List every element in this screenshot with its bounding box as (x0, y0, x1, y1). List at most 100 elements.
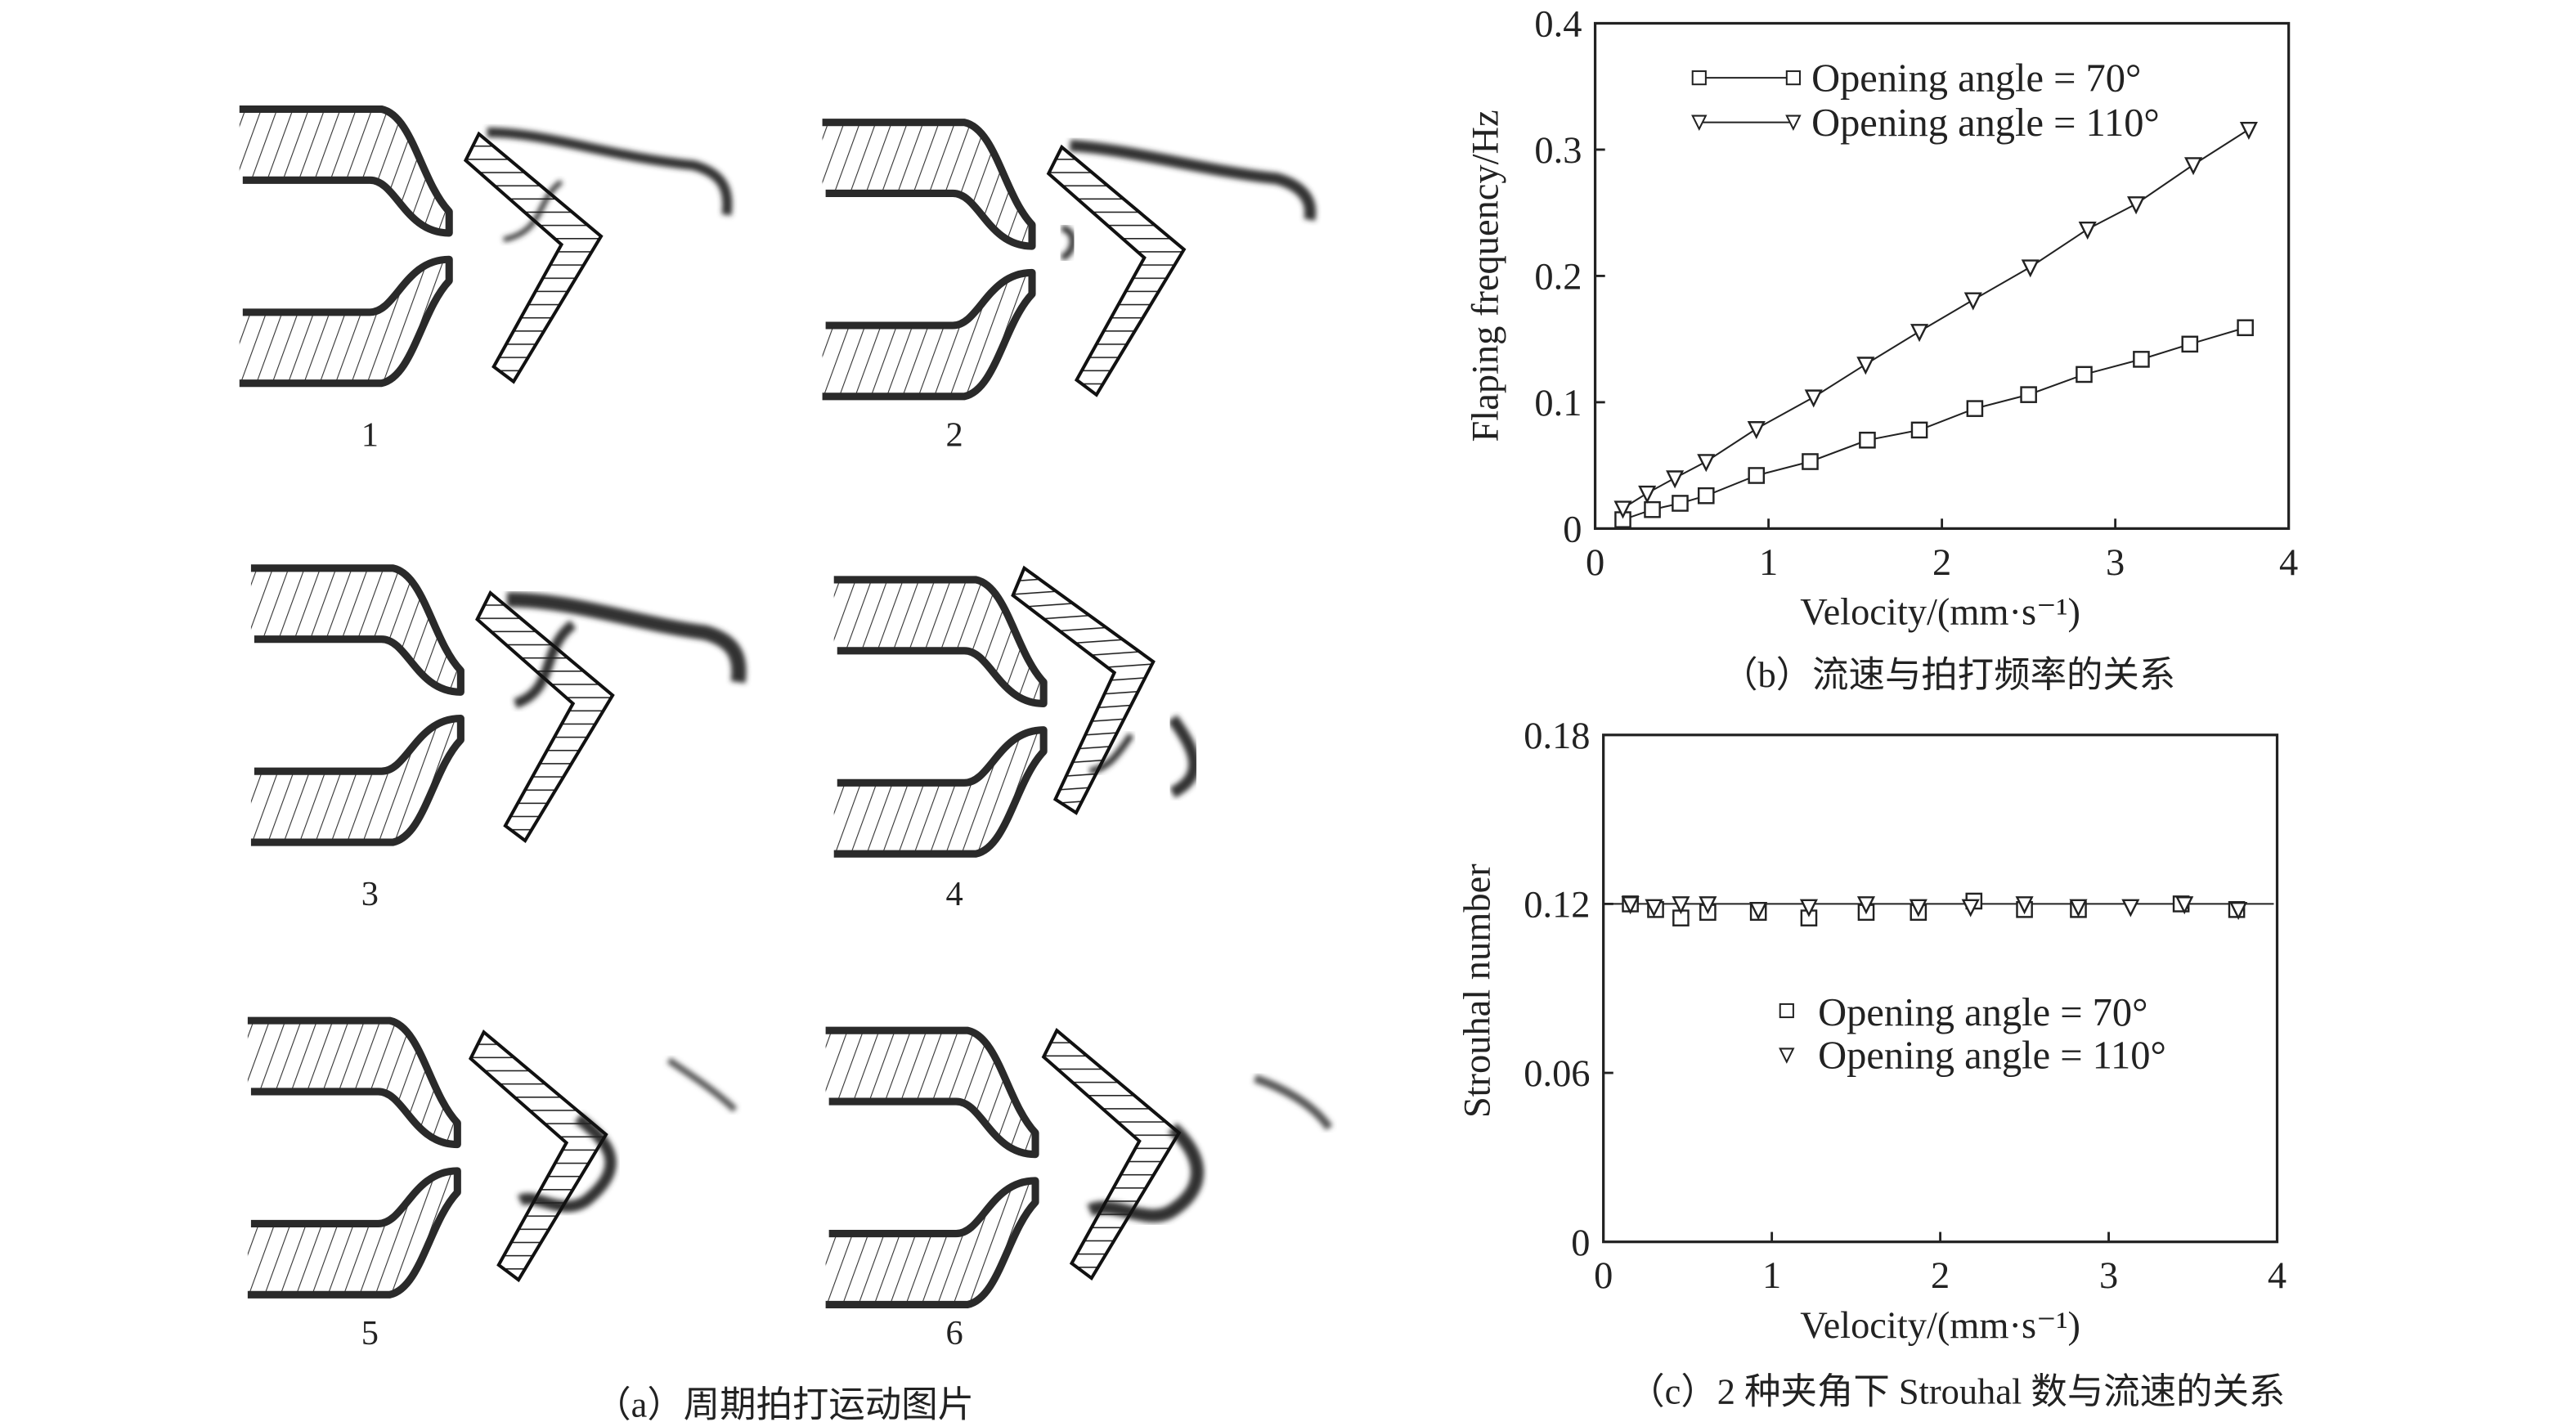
data-point-triangle (2229, 902, 2248, 921)
frame-1 (240, 109, 733, 383)
series-line-0 (1622, 326, 2246, 521)
data-point-square (2237, 319, 2254, 337)
x-tick-label: 4 (2279, 542, 2298, 584)
frame-label-4: 4 (946, 875, 963, 913)
legend-label-110: Opening angle = 110° (1811, 101, 2160, 145)
data-point-square (1966, 400, 1984, 417)
y-tick-label: 0 (1563, 509, 1582, 551)
legend-label-70: Opening angle = 70° (1818, 991, 2147, 1034)
caption-c: （c）2 种夹角下 Strouhal 数与流速的关系 (1628, 1371, 2285, 1412)
frame-label-3: 3 (361, 875, 379, 913)
legend: Opening angle = 70° Opening angle = 110° (1779, 991, 2166, 1078)
legend-marker-triangle (1785, 114, 1802, 131)
caption-a: （a）周期拍打运动图片 (595, 1384, 974, 1422)
data-point-triangle (1621, 896, 1640, 915)
plot-frame (1602, 733, 2279, 1244)
x-axis-label: Velocity/(mm·s⁻¹) (1800, 591, 2080, 633)
chart-c: 0 1 2 3 4 0 0.06 0.12 0.18 Opening angle = 70° O… (1456, 715, 2287, 1412)
data-point-triangle (2078, 221, 2097, 240)
x-axis-label: Velocity/(mm·s⁻¹) (1800, 1305, 2080, 1347)
x-tick-label: 0 (1586, 542, 1604, 584)
legend-marker-square (1779, 1003, 1794, 1019)
data-point-triangle (1856, 896, 1876, 915)
x-tick-label: 3 (2099, 1255, 2118, 1297)
data-point-triangle (1747, 421, 1766, 440)
frame-label-2: 2 (946, 415, 963, 454)
legend: Opening angle = 70° Opening angle = 110° (1691, 56, 2160, 145)
y-axis-label: Flaping frequency/Hz (1465, 110, 1506, 442)
data-point-triangle (1963, 292, 1982, 311)
data-point-square (1748, 467, 1766, 484)
y-tick-label: 0 (1571, 1222, 1590, 1264)
legend-label-70: Opening angle = 70° (1811, 56, 2141, 100)
x-tick-label: 2 (1932, 542, 1951, 584)
data-point-square (1672, 495, 1689, 512)
data-point-square (1802, 453, 1819, 470)
data-point-triangle (1799, 899, 1818, 917)
frame-4 (834, 559, 1200, 854)
frame-5 (248, 1021, 738, 1294)
data-point-triangle (1699, 896, 1717, 915)
vortex-streak (666, 1057, 738, 1113)
vortex-streak (487, 127, 733, 216)
y-tick-label: 0.18 (1524, 715, 1590, 757)
x-tick-label: 2 (1931, 1255, 1950, 1297)
y-tick-label: 0.12 (1524, 885, 1590, 926)
data-point-triangle (1910, 324, 1929, 343)
data-point-triangle (2069, 899, 2088, 917)
data-point-triangle (1672, 896, 1690, 915)
data-point-triangle (2127, 196, 2146, 215)
data-point-triangle (1697, 454, 1716, 473)
legend-marker-triangle (1691, 114, 1708, 131)
frame-label-5: 5 (361, 1314, 379, 1352)
frame-3 (251, 568, 747, 842)
data-point-triangle (2175, 896, 2194, 915)
legend-marker-square (1785, 70, 1801, 86)
vortex-streak (1060, 224, 1077, 262)
data-point-square (1910, 421, 1928, 439)
frame-label-6: 6 (946, 1314, 963, 1352)
frame-6 (826, 1030, 1333, 1304)
x-tick-label: 3 (2106, 542, 2125, 584)
legend-marker-triangle (1779, 1047, 1795, 1064)
legend-label-110: Opening angle = 110° (1818, 1034, 2166, 1078)
series-line-1 (1622, 128, 2250, 509)
vortex-streak (1254, 1074, 1333, 1131)
data-point-square (2020, 386, 2037, 403)
data-point-triangle (1961, 899, 1980, 917)
vortex-streak (1070, 139, 1317, 222)
y-tick-label: 0.1 (1534, 383, 1582, 424)
frame-label-1: 1 (361, 415, 379, 454)
x-tick-label: 0 (1594, 1255, 1613, 1297)
data-point-square (2076, 366, 2093, 384)
data-point-square (1644, 500, 1661, 518)
y-tick-label: 0.3 (1534, 130, 1582, 172)
data-point-triangle (2015, 896, 2034, 915)
x-tick-label: 1 (1762, 1255, 1781, 1297)
caption-b: （b）流速与拍打频率的关系 (1721, 654, 2175, 695)
x-tick-label: 1 (1759, 542, 1778, 584)
data-point-triangle (1638, 485, 1657, 504)
data-point-triangle (1666, 470, 1685, 489)
y-axis-label: Strouhal number (1456, 864, 1498, 1118)
data-point-triangle (1749, 902, 1768, 921)
y-tick-label: 0.2 (1534, 257, 1582, 298)
data-point-square (2133, 351, 2150, 368)
data-point-square (1697, 487, 1715, 505)
vortex-streak (506, 592, 747, 684)
data-point-triangle (2183, 157, 2203, 176)
frame-2 (823, 123, 1317, 397)
data-point-triangle (1645, 899, 1663, 917)
legend-marker-square (1691, 70, 1707, 86)
data-point-triangle (1856, 357, 1875, 375)
data-point-triangle (2121, 899, 2140, 917)
data-point-triangle (1909, 899, 1928, 917)
y-tick-label: 0.4 (1534, 4, 1582, 46)
x-tick-label: 4 (2268, 1255, 2287, 1297)
panel-a: 1 2 3 4 5 6 （a）周期拍打运动图片 (240, 109, 1333, 1422)
chart-b: 0 1 2 3 4 0 0.1 0.2 0.3 0.4 Opening angle = 70° O… (1465, 4, 2298, 696)
data-point-square (1859, 431, 1876, 449)
data-point-square (2181, 335, 2199, 353)
y-tick-label: 0.06 (1524, 1053, 1590, 1095)
